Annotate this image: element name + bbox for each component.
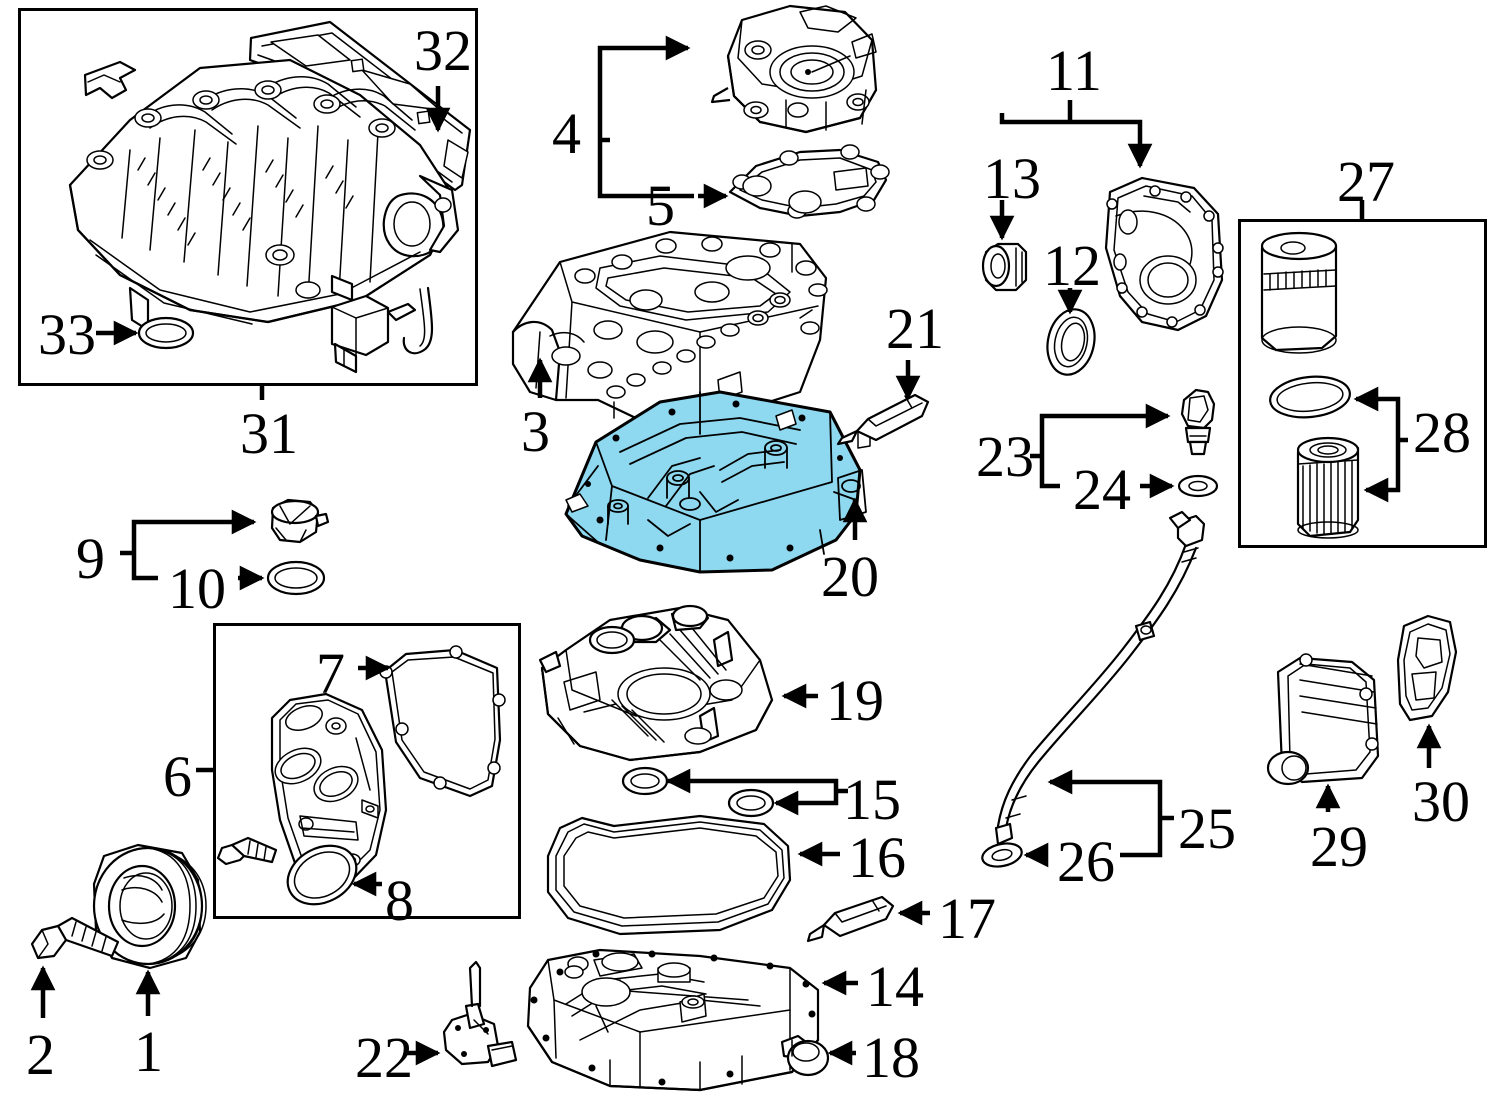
callout-30[interactable]: 30: [1412, 769, 1470, 834]
intake-manifold-assembly-box: [18, 8, 478, 386]
callout-31[interactable]: 31: [240, 401, 298, 466]
oil-level-sensor-22: [442, 960, 518, 1068]
oil-pump-19: [538, 604, 774, 762]
callout-21[interactable]: 21: [886, 296, 944, 361]
sealant-tube-17: [806, 895, 895, 943]
callout-23[interactable]: 23: [976, 424, 1034, 489]
callout-7[interactable]: 7: [316, 641, 345, 706]
vacuum-pump-gasket-5: [728, 144, 890, 219]
callout-16[interactable]: 16: [848, 825, 906, 890]
callout-2[interactable]: 2: [26, 1022, 55, 1087]
callout-13[interactable]: 13: [983, 146, 1041, 211]
cylinder-head-3: [511, 230, 828, 426]
oil-filter-element-28b: [1296, 436, 1360, 539]
upper-oil-pan-20-highlighted: [564, 390, 871, 574]
timing-cover-body: [270, 692, 388, 886]
vacuum-hose: [402, 286, 434, 355]
manifold-clip-bracket: [83, 60, 137, 100]
callout-12[interactable]: 12: [1043, 233, 1101, 298]
callout-1[interactable]: 1: [134, 1019, 163, 1084]
callout-27[interactable]: 27: [1337, 149, 1395, 214]
callout-5[interactable]: 5: [646, 173, 675, 238]
oil-filler-cap-oring-10: [266, 560, 326, 596]
front-crankshaft-seal-12: [1046, 308, 1096, 376]
callout-22[interactable]: 22: [355, 1025, 413, 1090]
oil-drain-plug-18: [780, 1034, 830, 1077]
timing-cover-gasket-7: [379, 645, 506, 798]
lower-oil-pan-14: [526, 948, 820, 1092]
crankshaft-pulley-1: [92, 843, 207, 970]
timing-cover-oring-8: [286, 844, 358, 906]
oil-pressure-sensor-23: [1180, 388, 1216, 456]
dipstick-tube-seal-26: [981, 842, 1023, 868]
sensor-seal-washer-24: [1177, 474, 1219, 498]
intake-manifold-assembly: [68, 20, 472, 374]
callout-18[interactable]: 18: [862, 1025, 920, 1090]
intake-manifold-body: [68, 58, 460, 332]
callout-8[interactable]: 8: [385, 868, 414, 933]
oil-dipstick-tube-25: [994, 510, 1206, 846]
intake-manifold-oring-33: [137, 316, 195, 350]
timing-cover-bolt: [216, 836, 278, 866]
callout-14[interactable]: 14: [866, 954, 924, 1019]
callout-32[interactable]: 32: [414, 18, 472, 83]
oil-cooler-gasket-30: [1396, 614, 1458, 722]
timing-chain-cover-11: [1104, 176, 1224, 332]
callout-11[interactable]: 11: [1046, 38, 1102, 103]
callout-29[interactable]: 29: [1310, 814, 1368, 879]
oil-filter-oring-28a: [1269, 375, 1351, 419]
oil-filter-housing-27: [1260, 231, 1338, 354]
vacuum-solenoid-valve: [330, 294, 417, 374]
callout-24[interactable]: 24: [1073, 457, 1131, 522]
oil-pump-oring-15a: [621, 766, 669, 796]
timing-cover-assembly-6: [216, 645, 506, 906]
callout-17[interactable]: 17: [938, 886, 996, 951]
callout-15[interactable]: 15: [843, 767, 901, 832]
callout-6[interactable]: 6: [163, 744, 192, 809]
pulley-bolt-2: [30, 916, 120, 960]
crank-seal-cap-13: [981, 242, 1028, 292]
leader-lines: [30, 35, 1442, 1066]
oil-pan-gasket-16: [546, 814, 792, 936]
callout-26[interactable]: 26: [1057, 829, 1115, 894]
oil-filler-cap-9: [270, 498, 330, 544]
callout-20[interactable]: 20: [821, 544, 879, 609]
sealant-tube-21: [836, 393, 930, 446]
callout-19[interactable]: 19: [826, 668, 884, 733]
callout-33[interactable]: 33: [38, 302, 96, 367]
engine-oil-cooler-29: [1266, 653, 1380, 786]
callout-3[interactable]: 3: [521, 399, 550, 464]
callout-9[interactable]: 9: [76, 526, 105, 591]
oil-filter-assembly-box: [1238, 219, 1487, 548]
callout-25[interactable]: 25: [1178, 796, 1236, 861]
callout-4[interactable]: 4: [552, 101, 581, 166]
callout-10[interactable]: 10: [168, 556, 226, 621]
vacuum-pump-4: [710, 4, 878, 134]
timing-cover-assembly-box: [213, 623, 521, 919]
callout-28[interactable]: 28: [1413, 400, 1471, 465]
oil-pump-oring-15b: [727, 788, 775, 818]
